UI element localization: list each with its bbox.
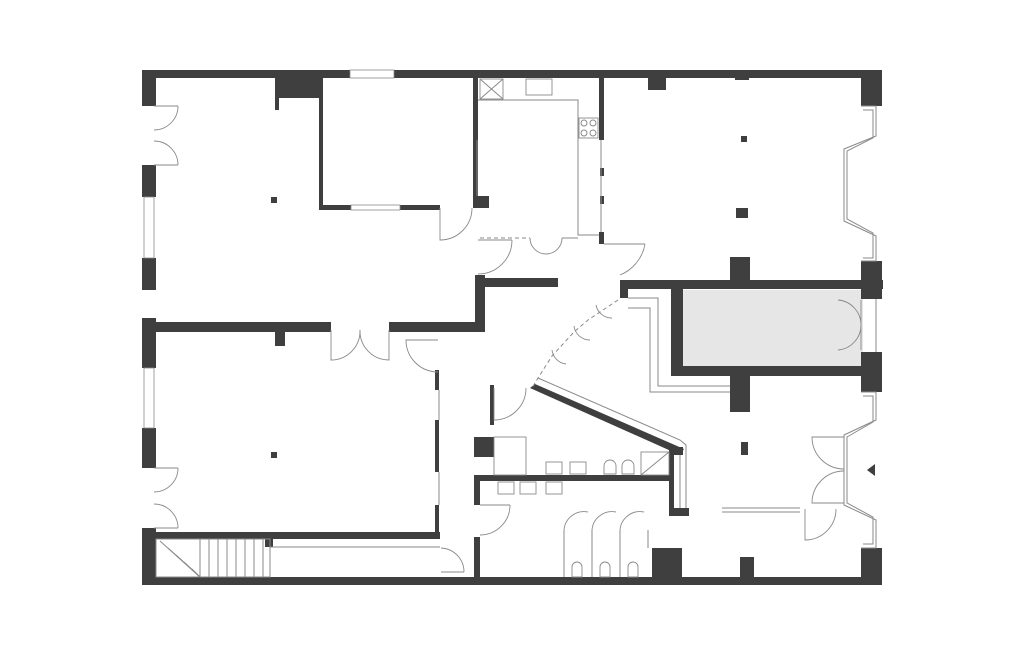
highlighted-room (683, 290, 863, 366)
stair-winder (191, 568, 201, 578)
sliding-partition (531, 299, 619, 389)
kitchen-counter (478, 78, 599, 236)
bay-windows (843, 105, 877, 549)
columns (271, 136, 748, 458)
entrance-arrow-icon (867, 464, 875, 476)
staircase (155, 538, 440, 578)
interior-walls (155, 70, 883, 585)
windows (143, 69, 602, 429)
door-swings (153, 105, 862, 573)
corridor-lines (438, 297, 800, 513)
exterior-walls (142, 70, 882, 585)
wc-fixtures (493, 436, 670, 578)
